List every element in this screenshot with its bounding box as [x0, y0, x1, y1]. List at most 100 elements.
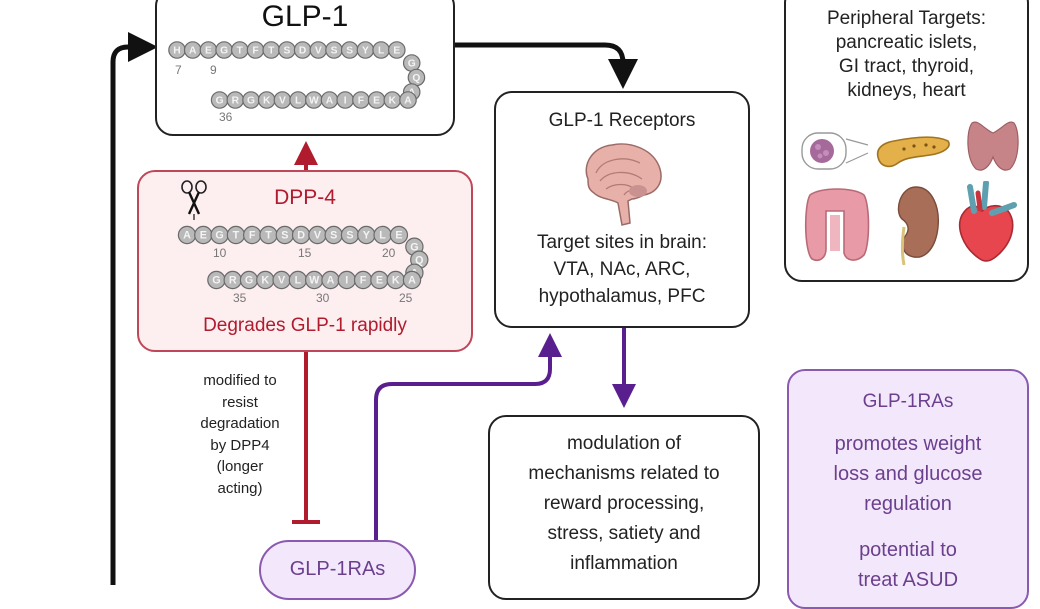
svg-text:Q: Q: [412, 73, 420, 84]
amino-acid-bead: V: [273, 91, 292, 109]
svg-text:E: E: [393, 45, 400, 56]
amino-acid-bead: T: [231, 41, 249, 59]
svg-text:S: S: [281, 230, 288, 242]
svg-text:T: T: [268, 45, 275, 56]
amino-acid-bead: Y: [357, 225, 376, 245]
amino-acid-bead: K: [383, 91, 402, 109]
glp1-box: GLP-1 HAEGTFTSDVSSYLEGQAGRGKVLWAIFEKA 7 …: [155, 0, 455, 136]
dpp4-box: DPP-4 AEGTFTSDVSSYLEGQAGRGKVLWAIFEKA 10 …: [137, 170, 473, 352]
svg-text:S: S: [283, 45, 290, 56]
svg-text:S: S: [346, 230, 353, 242]
amino-acid-bead: G: [242, 91, 260, 109]
svg-text:G: G: [215, 230, 223, 242]
amino-acid-bead: K: [257, 91, 276, 109]
svg-text:Q: Q: [415, 254, 423, 266]
receptors-box: GLP-1 Receptors Target sites in brain: V…: [494, 91, 750, 328]
thyroid-icon: [967, 121, 1019, 171]
svg-text:D: D: [297, 230, 305, 242]
amino-acid-bead: E: [388, 41, 406, 59]
glp1-label-36: 36: [219, 110, 233, 124]
svg-text:F: F: [358, 95, 364, 106]
peripheral-text: Peripheral Targets: pancreatic islets, G…: [826, 8, 987, 101]
svg-text:L: L: [379, 230, 386, 242]
amino-acid-bead: A: [399, 91, 417, 109]
dpp4-label-25: 25: [399, 291, 413, 305]
svg-text:T: T: [265, 230, 272, 242]
svg-text:A: A: [326, 95, 334, 106]
svg-text:A: A: [189, 45, 197, 56]
amino-acid-bead: G: [210, 225, 229, 245]
amino-acid-bead: S: [325, 41, 343, 59]
amino-acid-bead: E: [367, 91, 386, 109]
amino-acid-bead: S: [340, 41, 359, 59]
amino-acid-bead: W: [304, 270, 324, 290]
svg-text:F: F: [249, 230, 256, 242]
glp1-peptide-chain: HAEGTFTSDVSSYLEGQAGRGKVLWAIFEKA: [168, 41, 426, 109]
receptors-title: GLP-1 Receptors: [548, 110, 696, 131]
ra-effects-title: GLP-1RAs: [862, 391, 954, 412]
svg-text:L: L: [295, 95, 301, 106]
modulation-text: modulation of mechanisms related to rewa…: [528, 433, 720, 574]
svg-text:V: V: [315, 45, 322, 56]
amino-acid-bead: T: [259, 225, 278, 245]
glp1ras-pill: GLP-1RAs: [259, 540, 416, 600]
svg-text:V: V: [314, 230, 322, 242]
dpp4-label-20: 20: [382, 246, 396, 260]
modulation-box: modulation of mechanisms related to rewa…: [488, 415, 760, 600]
svg-text:I: I: [345, 275, 348, 287]
svg-text:F: F: [360, 275, 367, 287]
amino-acid-bead: F: [352, 91, 370, 109]
amino-acid-bead: G: [210, 91, 229, 109]
amino-acid-bead: R: [226, 91, 245, 109]
svg-text:V: V: [278, 275, 286, 287]
connectors-layer: [110, 32, 638, 585]
glp1-title: GLP-1: [261, 0, 349, 33]
svg-text:A: A: [183, 230, 191, 242]
svg-text:E: E: [200, 230, 207, 242]
amino-acid-bead: I: [336, 91, 354, 109]
intestine-icon: [804, 188, 870, 262]
dpp4-peptide-chain: AEGTFTSDVSSYLEGQAGRGKVLWAIFEKA: [177, 225, 429, 290]
amino-acid-bead: D: [291, 225, 311, 245]
svg-text:E: E: [376, 275, 383, 287]
amino-acid-bead: F: [246, 41, 265, 59]
svg-text:A: A: [404, 95, 412, 106]
svg-text:L: L: [378, 45, 384, 56]
svg-text:K: K: [261, 275, 269, 287]
svg-text:W: W: [309, 95, 319, 106]
dpp4-title: DPP-4: [274, 186, 336, 209]
svg-text:A: A: [408, 275, 416, 287]
amino-acid-bead: V: [272, 270, 291, 290]
svg-text:L: L: [295, 275, 302, 287]
amino-acid-bead: L: [372, 41, 390, 59]
svg-text:Y: Y: [363, 230, 370, 242]
dpp4-label-15: 15: [298, 246, 312, 260]
glp1-to-receptors-arrow: [455, 42, 638, 89]
amino-acid-bead: A: [183, 41, 202, 59]
svg-text:G: G: [216, 95, 224, 106]
amino-acid-bead: S: [275, 225, 294, 245]
svg-text:T: T: [237, 45, 244, 56]
amino-acid-bead: E: [194, 225, 213, 245]
amino-acid-bead: A: [177, 225, 197, 245]
svg-text:G: G: [408, 58, 416, 69]
amino-acid-bead: F: [353, 270, 373, 290]
amino-acid-bead: I: [337, 270, 356, 290]
svg-text:K: K: [263, 95, 271, 106]
svg-text:A: A: [327, 275, 335, 287]
amino-acid-bead: E: [389, 225, 409, 245]
dpp4-label-10: 10: [213, 246, 227, 260]
svg-text:G: G: [245, 275, 253, 287]
amino-acid-bead: K: [386, 270, 405, 290]
svg-text:K: K: [392, 275, 400, 287]
amino-acid-bead: G: [207, 270, 226, 290]
amino-acid-bead: S: [324, 225, 343, 245]
amino-acid-bead: W: [305, 91, 323, 109]
svg-text:I: I: [344, 95, 347, 106]
amino-acid-bead: Y: [356, 41, 375, 59]
svg-text:F: F: [252, 45, 258, 56]
dpp4-label-30: 30: [316, 291, 330, 305]
amino-acid-bead: R: [223, 270, 242, 290]
svg-text:G: G: [220, 45, 228, 56]
amino-acid-bead: F: [242, 225, 262, 245]
